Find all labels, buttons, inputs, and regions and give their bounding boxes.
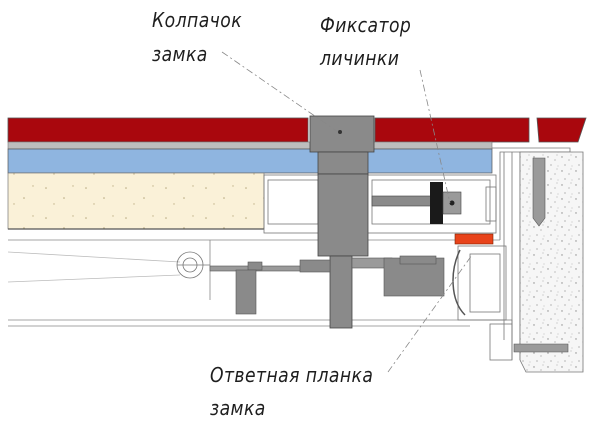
label-strike-line1: Ответная планка: [210, 363, 374, 387]
label-cap-line1: Колпачок: [152, 8, 243, 32]
lock-rod: [209, 255, 445, 315]
door-red-panel: [7, 117, 587, 143]
label-strike-line2: замка: [210, 396, 266, 420]
label-fixer-line1: Фиксатор: [320, 13, 412, 37]
insulation-layer: [7, 172, 265, 230]
pivot-circle: [176, 251, 210, 279]
wall-anchors: [513, 157, 569, 353]
label-cap-line2: замка: [152, 42, 208, 66]
label-fixer-line2: личинки: [320, 46, 400, 70]
lock-cap: [309, 115, 375, 329]
door-bottom-lines: [7, 239, 500, 327]
leader-lines: [221, 51, 473, 373]
cylinder-fixer: [371, 182, 462, 224]
blue-layer: [7, 148, 493, 174]
strike-plate-orange: [454, 233, 494, 245]
